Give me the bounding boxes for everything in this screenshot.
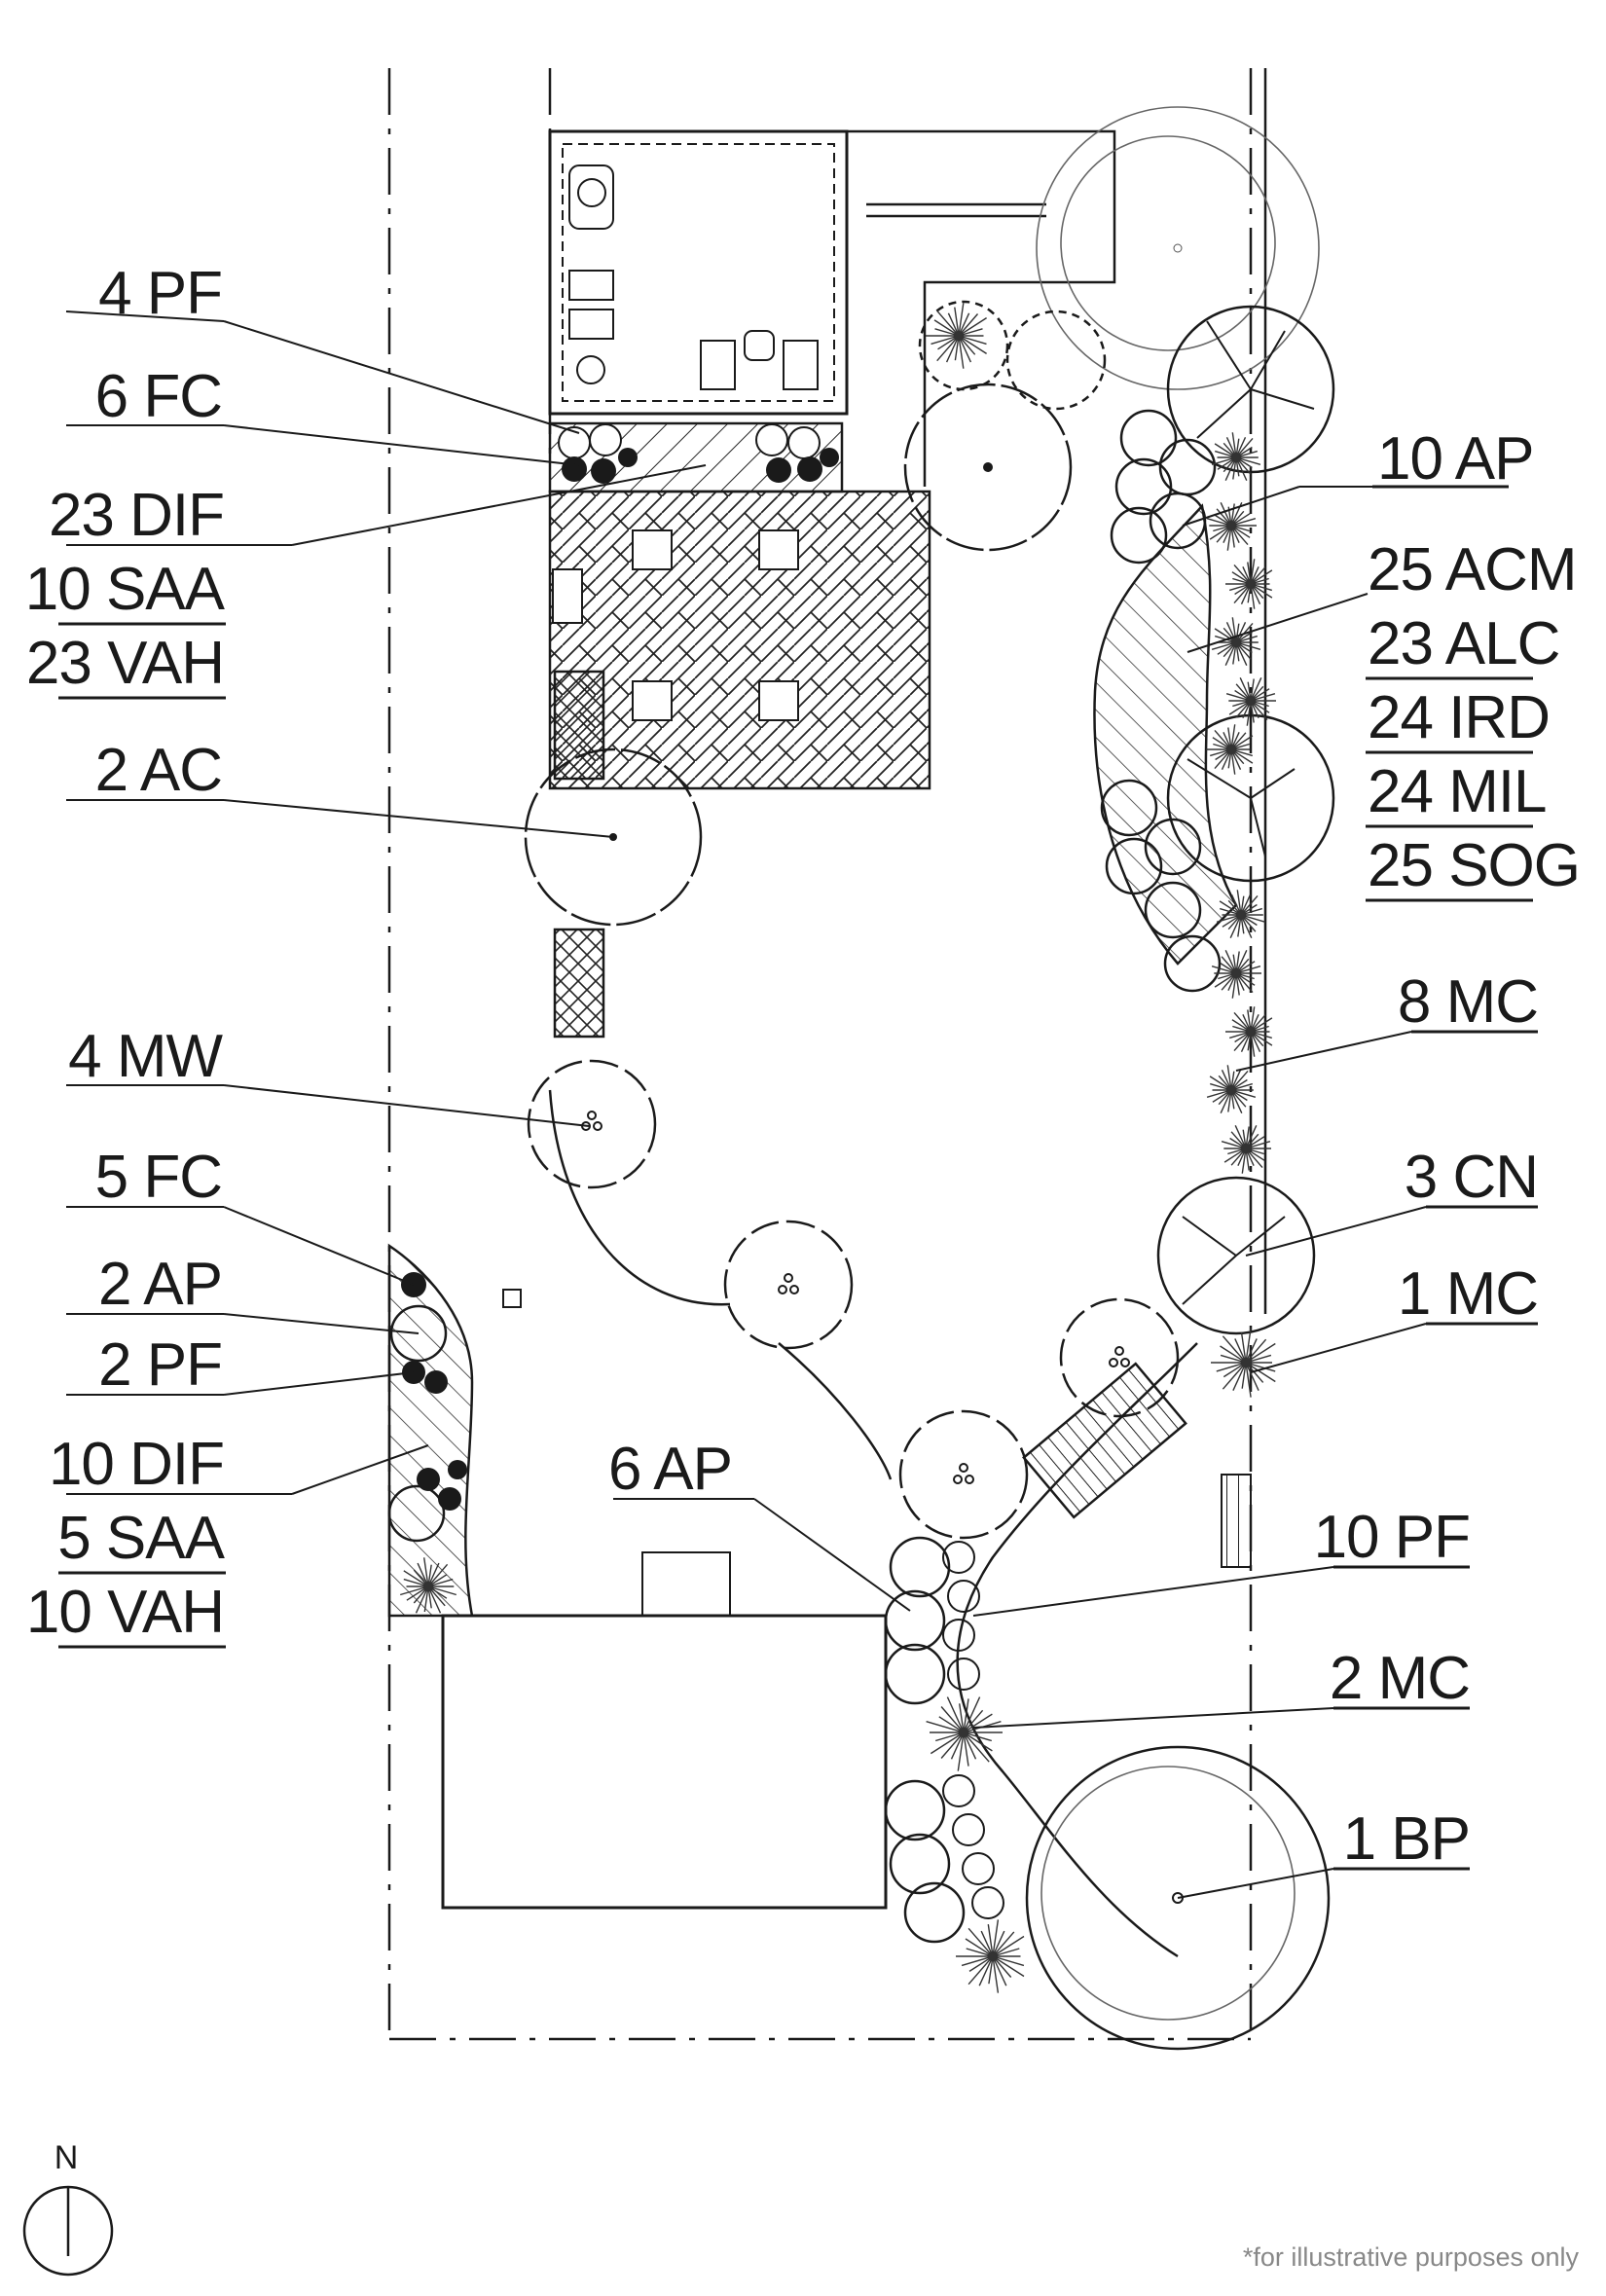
grass-symbol	[1225, 559, 1273, 609]
label-23-alc: 23 ALC	[1368, 610, 1559, 677]
label-6-ap: 6 AP	[608, 1436, 732, 1503]
label-10-ap: 10 AP	[1377, 425, 1533, 492]
lawn-edge-curve	[548, 1089, 893, 1480]
paved-terrace	[548, 490, 931, 790]
narrow-planter	[553, 928, 605, 1039]
grass-symbol	[400, 1557, 456, 1614]
pf-shrubs	[942, 1541, 1004, 1919]
tree-mw-2	[723, 1220, 854, 1350]
cn-tree-lines	[1182, 320, 1315, 1305]
label-10-pf: 10 PF	[1314, 1504, 1470, 1571]
label-23-vah: 23 VAH	[26, 630, 224, 697]
label-10-dif: 10 DIF	[49, 1431, 224, 1498]
east-hatched-bed	[1093, 503, 1238, 966]
grass-symbol	[926, 1696, 1003, 1771]
label-1-mc: 1 MC	[1398, 1260, 1538, 1328]
slatted-bench	[1022, 1362, 1187, 1519]
label-25-sog: 25 SOG	[1368, 832, 1580, 899]
grass-symbol	[1225, 1006, 1273, 1057]
tree-mw-4	[1059, 1297, 1180, 1418]
label-2-pf: 2 PF	[98, 1331, 222, 1399]
table-set-1	[632, 529, 799, 721]
label-1-bp: 1 BP	[1343, 1805, 1470, 1873]
grass-symbol	[1225, 677, 1276, 726]
tree-canopies	[1025, 106, 1335, 2051]
grass-symbol	[926, 303, 987, 369]
north-arrow: N	[22, 2139, 114, 2277]
footnote: *for illustrative purposes only	[1243, 2242, 1580, 2272]
grass-symbol	[1206, 1065, 1257, 1113]
label-25-acm: 25 ACM	[1368, 536, 1577, 603]
house-footprint	[441, 1551, 888, 1910]
label-2-ac: 2 AC	[95, 737, 222, 804]
feature-trees	[524, 300, 1180, 1540]
tree-mw-1	[527, 1059, 657, 1189]
grass-symbol	[1216, 890, 1266, 938]
label-4-pf: 4 PF	[98, 260, 222, 327]
small-square-marker	[502, 1289, 522, 1308]
ap-shrubs	[387, 409, 1222, 1944]
slatted-panel	[1221, 1474, 1252, 1568]
west-hatched-bed	[387, 1243, 474, 1618]
planter-strip	[548, 421, 844, 493]
label-6-fc: 6 FC	[95, 363, 222, 430]
grass-symbol	[1211, 432, 1261, 481]
grass-symbol	[1221, 1125, 1271, 1174]
site-boundary	[387, 68, 1267, 2041]
labels-right: 10 AP 25 ACM 23 ALC 24 IRD 24 MIL 25 SOG…	[1314, 425, 1581, 1873]
label-4-mw: 4 MW	[68, 1023, 223, 1090]
label-10-saa: 10 SAA	[25, 556, 226, 623]
label-5-saa: 5 SAA	[57, 1505, 225, 1572]
label-3-cn: 3 CN	[1405, 1144, 1538, 1211]
north-letter: N	[55, 2139, 79, 2176]
grass-symbol	[1206, 724, 1254, 775]
grass-symbol	[1211, 1328, 1276, 1398]
label-24-mil: 24 MIL	[1368, 758, 1547, 825]
label-5-fc: 5 FC	[95, 1144, 222, 1211]
label-2-mc: 2 MC	[1330, 1645, 1470, 1712]
labels-left: 4 PF 6 FC 23 DIF 10 SAA 23 VAH 2 AC 4 MW…	[25, 260, 733, 1649]
label-24-ird: 24 IRD	[1368, 684, 1550, 751]
grass-symbol	[1206, 502, 1257, 551]
label-23-dif: 23 DIF	[49, 482, 224, 549]
tree-ac-north	[903, 383, 1073, 552]
bp-tree	[1025, 1745, 1331, 2051]
label-10-vah: 10 VAH	[26, 1579, 224, 1646]
fc-shrub-cluster-right	[755, 423, 839, 483]
label-8-mc: 8 MC	[1398, 968, 1538, 1036]
grass-symbol	[1211, 950, 1261, 999]
pergola	[548, 129, 849, 416]
grass-symbol	[956, 1919, 1025, 1993]
label-2-ap: 2 AP	[98, 1251, 222, 1318]
tree-mw-3	[898, 1409, 1029, 1540]
fc-shrub-cluster-left	[558, 423, 638, 484]
